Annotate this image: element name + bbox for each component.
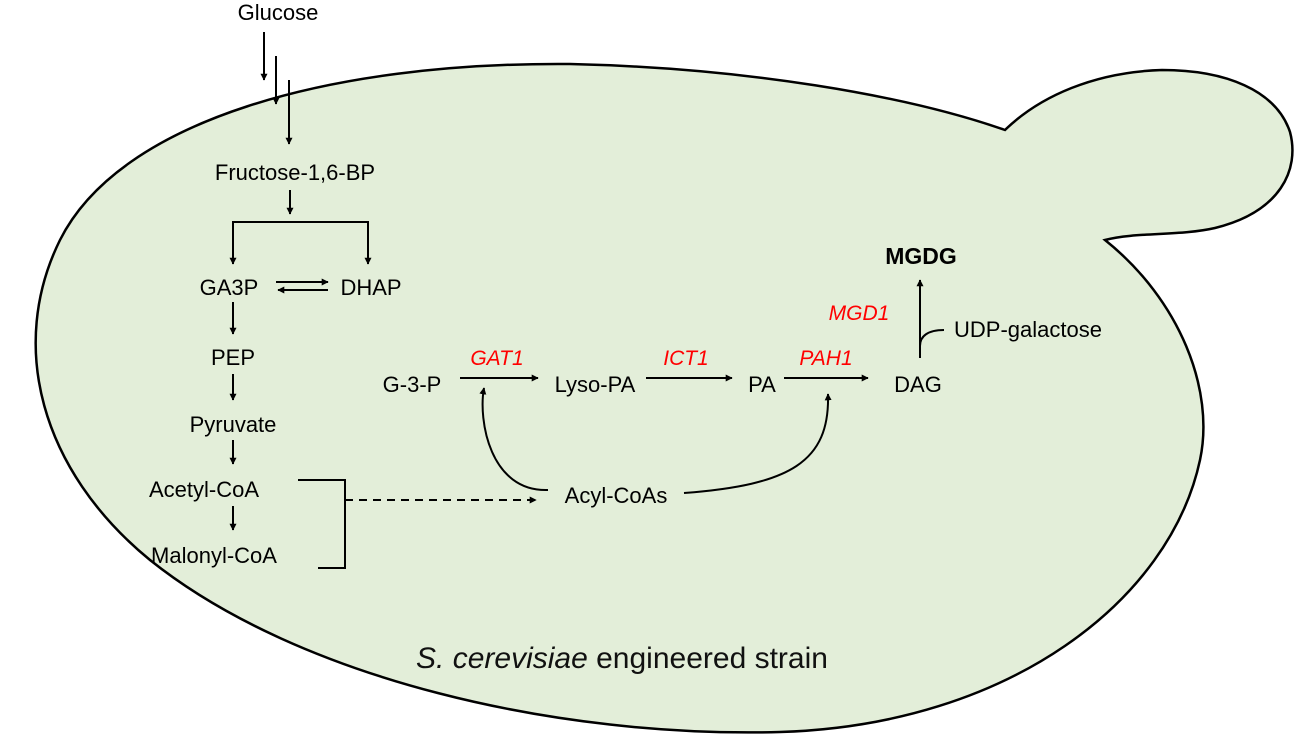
malonyl-coa-label: Malonyl-CoA [151, 543, 277, 568]
yeast-cell-outline [34, 62, 1294, 734]
pep-label: PEP [211, 345, 255, 370]
dag-label: DAG [894, 372, 942, 397]
glucose-arrows [260, 32, 293, 145]
pa-label: PA [748, 372, 776, 397]
gat1-enzyme-label: GAT1 [470, 347, 523, 370]
g3p-label: G-3-P [383, 372, 442, 397]
fructose-label: Fructose-1,6-BP [215, 160, 375, 185]
ict1-enzyme-label: ICT1 [663, 347, 709, 370]
pah1-enzyme-label: PAH1 [799, 347, 852, 370]
ga3p-label: GA3P [200, 275, 259, 300]
mgdg-label: MGDG [885, 243, 957, 269]
fatty-acid-bracket [298, 479, 537, 569]
ga3p-dhap-equilibrium [276, 278, 329, 294]
acyl-coa-arrows [479, 387, 832, 494]
udp-galactose-label: UDP-galactose [954, 317, 1102, 342]
strain-description: engineered strain [588, 642, 828, 675]
acetyl-coa-label: Acetyl-CoA [149, 477, 259, 502]
strain-caption: S. cerevisiae engineered strain [416, 642, 828, 675]
fructose-split-arrows [229, 190, 372, 265]
pyruvate-label: Pyruvate [190, 412, 277, 437]
mgd1-enzyme-label: MGD1 [829, 302, 890, 325]
species-name: S. cerevisiae [416, 642, 588, 675]
lyso-pa-label: Lyso-PA [555, 372, 636, 397]
glucose-label: Glucose [238, 0, 319, 25]
dhap-label: DHAP [340, 275, 401, 300]
mgdg-synthesis-arrow [916, 279, 945, 358]
acyl-coas-label: Acyl-CoAs [565, 483, 668, 508]
